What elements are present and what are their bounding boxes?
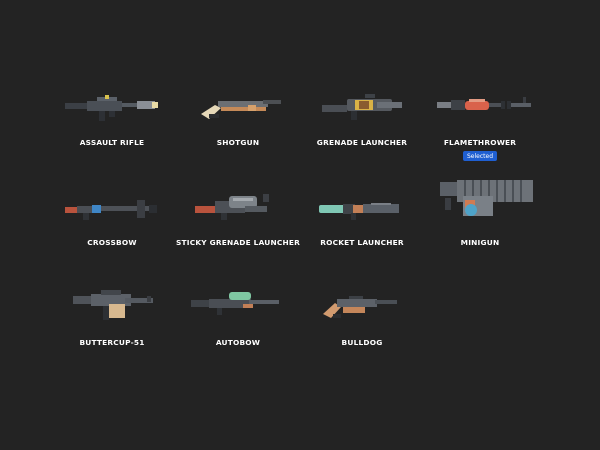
weapon-tile-sticky-grenade-launcher[interactable]: STICKY GRENADE LAUNCHER bbox=[163, 188, 313, 278]
weapon-name: ASSAULT RIFLE bbox=[79, 138, 145, 147]
crossbow-icon bbox=[65, 200, 157, 220]
bulldog-icon bbox=[323, 296, 397, 318]
weapon-name: AUTOBOW bbox=[215, 338, 261, 347]
sticky-grenade-launcher-icon bbox=[195, 194, 269, 220]
weapon-tile-bulldog[interactable]: BULLDOG bbox=[287, 288, 437, 378]
weapon-name: BULLDOG bbox=[341, 338, 383, 347]
weapon-tile-grenade-launcher[interactable]: GRENADE LAUNCHER bbox=[287, 88, 437, 178]
weapon-tile-assault-rifle[interactable]: ASSAULT RIFLE bbox=[37, 88, 187, 178]
weapon-tile-autobow[interactable]: AUTOBOW bbox=[163, 288, 313, 378]
weapon-name: ROCKET LAUNCHER bbox=[320, 238, 404, 247]
weapon-name: STICKY GRENADE LAUNCHER bbox=[176, 238, 300, 247]
minigun-icon bbox=[440, 180, 533, 216]
flamethrower-icon bbox=[437, 97, 531, 110]
rocket-launcher-icon bbox=[319, 203, 399, 220]
weapon-name: SHOTGUN bbox=[216, 138, 260, 147]
weapon-tile-rocket-launcher[interactable]: ROCKET LAUNCHER bbox=[287, 188, 437, 278]
weapon-tile-crossbow[interactable]: CROSSBOW bbox=[37, 188, 187, 278]
grenade-launcher-icon bbox=[322, 94, 402, 120]
weapon-tile-minigun[interactable]: MINIGUN bbox=[405, 180, 555, 278]
weapon-name: BUTTERCUP-51 bbox=[79, 338, 145, 347]
buttercup-51-icon bbox=[73, 290, 153, 320]
assault-rifle-icon bbox=[65, 95, 158, 121]
weapon-tile-shotgun[interactable]: SHOTGUN bbox=[163, 88, 313, 178]
weapon-name: GRENADE LAUNCHER bbox=[316, 138, 408, 147]
selected-badge: Selected bbox=[462, 151, 498, 161]
autobow-icon bbox=[191, 292, 279, 315]
weapon-tile-buttercup-51[interactable]: BUTTERCUP-51 bbox=[37, 288, 187, 378]
weapon-tile-flamethrower[interactable]: FLAMETHROWER Selected bbox=[405, 88, 555, 178]
weapon-name: CROSSBOW bbox=[87, 238, 137, 247]
weapon-name: FLAMETHROWER bbox=[443, 138, 517, 147]
shotgun-icon bbox=[201, 100, 281, 119]
weapon-name: MINIGUN bbox=[460, 238, 500, 247]
